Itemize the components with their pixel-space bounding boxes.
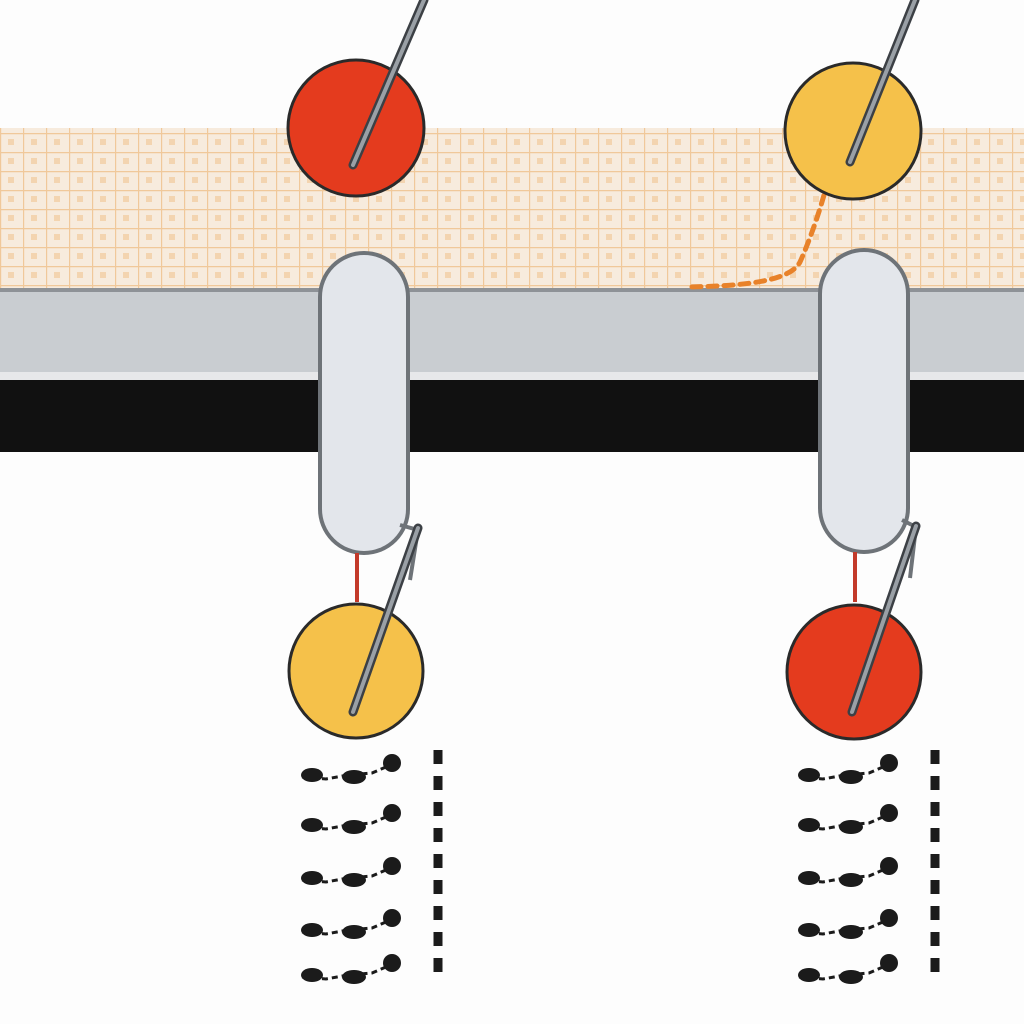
mark-blob: [383, 954, 401, 972]
mark-blob: [798, 968, 820, 982]
mark-blob: [342, 970, 366, 984]
mark-blob: [880, 954, 898, 972]
left-top-ball: [286, 58, 426, 198]
mark-blob: [839, 770, 863, 784]
mark-row: [798, 954, 898, 984]
right-bottom-rod-core: [850, 524, 918, 714]
mark-blob: [301, 968, 323, 982]
dashed-trail: [685, 177, 831, 290]
mark-blob: [342, 820, 366, 834]
mark-row: [301, 909, 401, 939]
mark-blob: [383, 909, 401, 927]
right-capsule: [818, 248, 910, 554]
mark-blob: [880, 754, 898, 772]
mark-group-left: [301, 750, 443, 984]
mark-blob: [383, 804, 401, 822]
mark-blob: [839, 925, 863, 939]
mark-blob: [880, 857, 898, 875]
mark-blob: [880, 804, 898, 822]
left-capsule: [318, 251, 410, 555]
mark-row: [798, 857, 898, 887]
mark-blob: [342, 873, 366, 887]
mark-blob: [383, 754, 401, 772]
mark-blob: [342, 770, 366, 784]
mark-blob: [301, 871, 323, 885]
rail-mid-edge: [0, 372, 1024, 380]
mark-row: [301, 754, 401, 784]
mark-blob: [839, 970, 863, 984]
right-assembly: [783, 0, 923, 741]
mark-blob: [880, 909, 898, 927]
mark-blob: [798, 923, 820, 937]
mark-blob: [342, 925, 366, 939]
right-bottom-ball: [785, 603, 923, 741]
mark-blob: [798, 768, 820, 782]
left-bottom-ball: [287, 602, 425, 740]
mark-row: [798, 754, 898, 784]
left-bottom-rod-core: [351, 526, 420, 714]
mark-blob: [301, 768, 323, 782]
rail-top-edge: [0, 288, 1024, 292]
mark-blob: [839, 873, 863, 887]
left-top-rod-core: [351, 0, 426, 167]
right-top-ball: [783, 61, 923, 201]
mark-row: [301, 804, 401, 834]
mark-blob: [301, 923, 323, 937]
mark-row: [798, 909, 898, 939]
mark-blob: [798, 871, 820, 885]
mark-row: [798, 804, 898, 834]
mark-blob: [301, 818, 323, 832]
mark-blob: [383, 857, 401, 875]
mark-groups: [301, 750, 940, 984]
mark-row: [301, 857, 401, 887]
right-top-rod-core: [848, 0, 917, 164]
mark-group-right: [798, 750, 940, 984]
mark-blob: [839, 820, 863, 834]
mark-row: [301, 954, 401, 984]
mark-blob: [798, 818, 820, 832]
left-assembly: [286, 0, 429, 740]
